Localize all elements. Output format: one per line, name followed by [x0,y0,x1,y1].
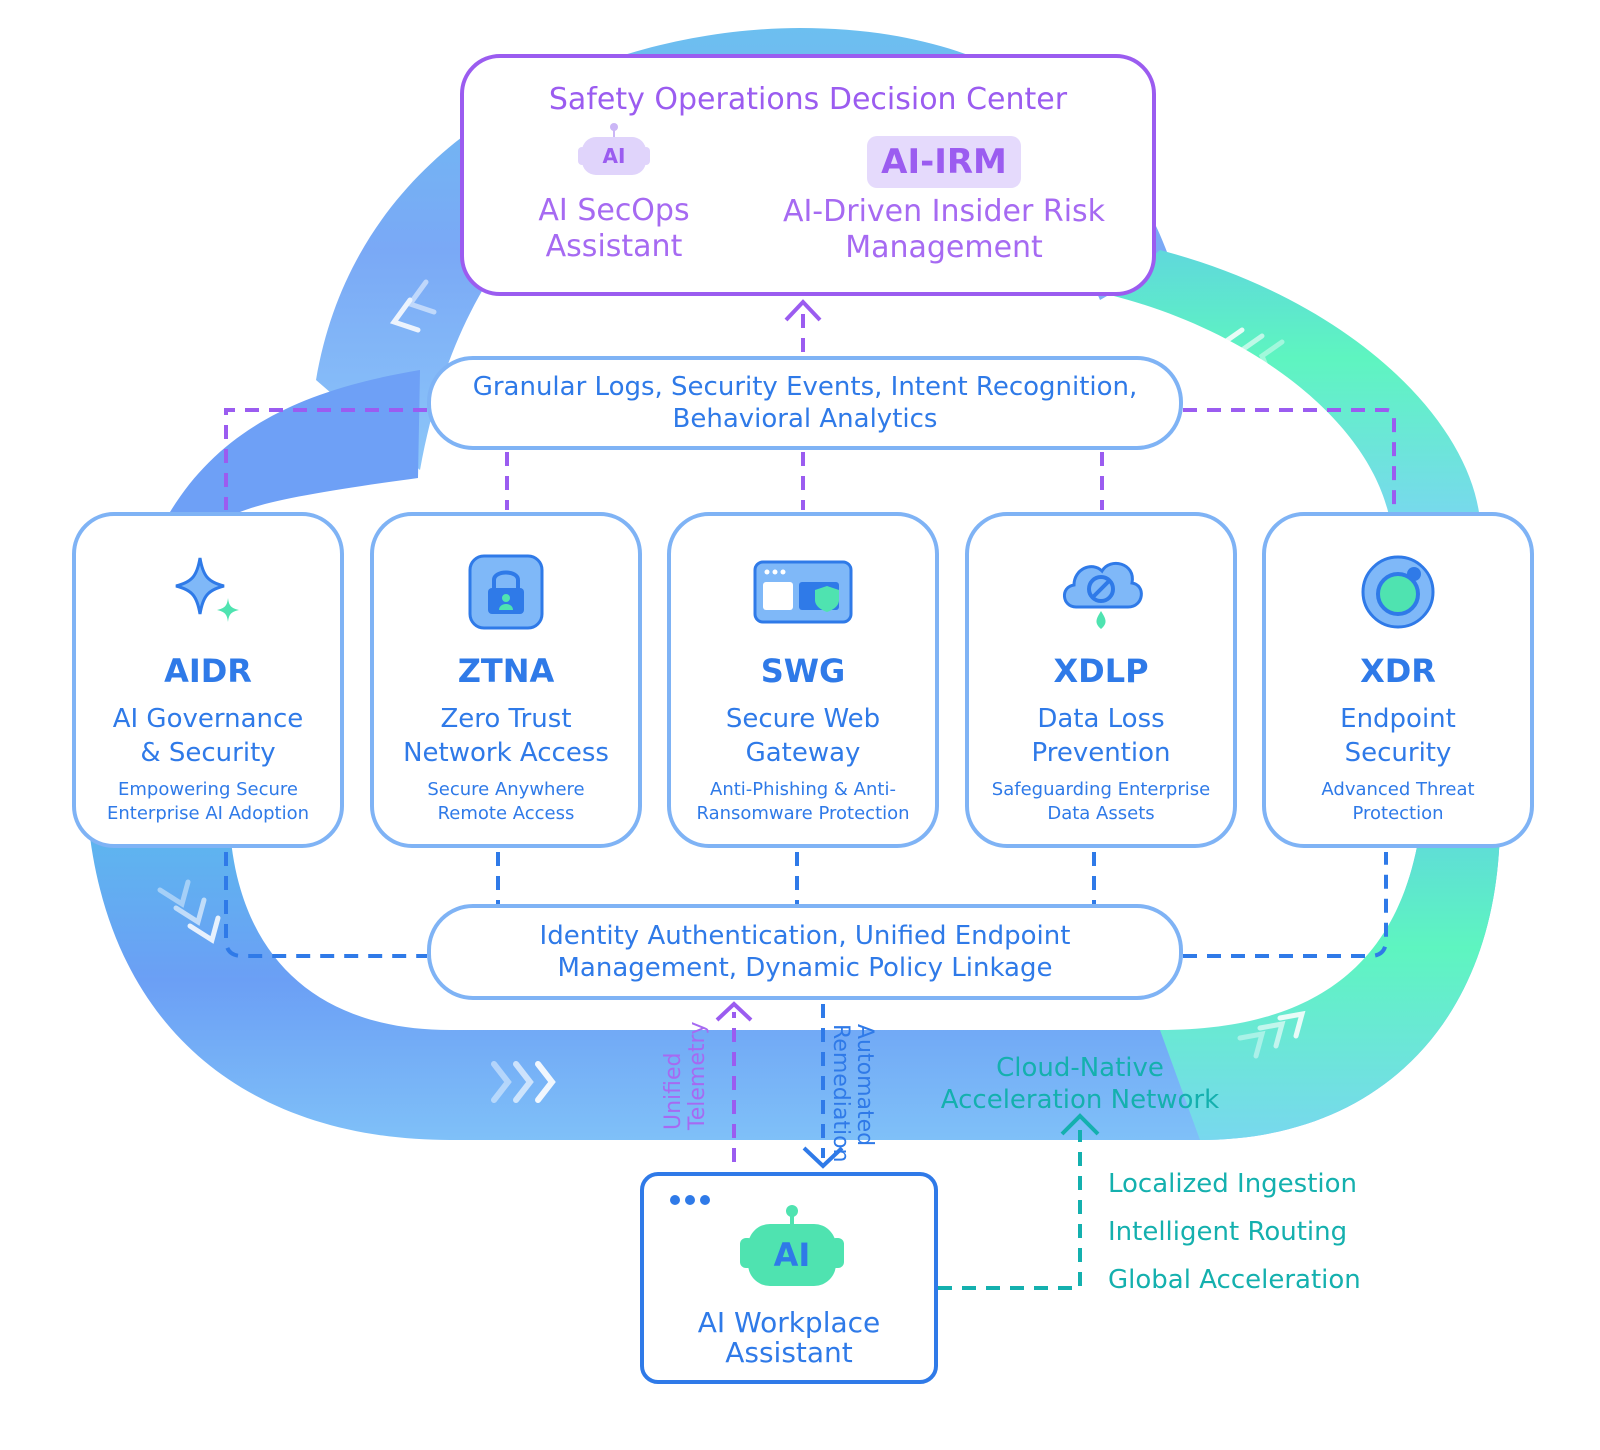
data-sources-line1: Granular Logs, Security Events, Intent R… [472,372,1138,402]
data-sources-line2: Behavioral Analytics [672,404,938,434]
telemetry-line1: Unified [661,1052,686,1130]
irm-label-line2: Management [845,230,1043,265]
decision-center-panel: Safety Operations Decision Center AI AI … [460,54,1156,296]
card-desc-line2: Protection [1352,803,1444,824]
card-xdlp: XDLP Data Loss Prevention Safeguarding E… [965,512,1237,848]
card-name: AI Governance & Security [84,702,332,770]
card-name-line2: Gateway [745,738,861,768]
card-desc-line1: Secure Anywhere [427,779,585,800]
arrowhead-up-telemetry [715,1001,753,1022]
ai-robot-icon: AI [740,1204,844,1288]
cloud-block-icon [969,552,1233,632]
identity-policy-pill: Identity Authentication, Unified Endpoin… [427,904,1183,1000]
card-name: Zero Trust Network Access [382,702,630,770]
card-ztna: ZTNA Zero Trust Network Access Secure An… [370,512,642,848]
telemetry-line2: Telemetry [685,1021,710,1130]
ai-robot-label: AI [773,1236,811,1274]
irm-module: AI-IRM AI-Driven Insider Risk Management [764,136,1124,266]
orbit-icon [1266,552,1530,632]
card-desc: Empowering Secure Enterprise AI Adoption [84,778,332,826]
card-abbr: AIDR [164,652,252,690]
card-desc-line2: Enterprise AI Adoption [107,803,309,824]
cloud-network-line1: Cloud-Native [996,1053,1164,1083]
chevron-group-left-top [389,279,437,333]
teal-dashed-connector [938,1130,1082,1290]
ring-left-band [170,370,420,512]
blue-dashed-connectors [224,852,1388,1158]
remediation-line2: Remediation [828,1024,853,1163]
arrowhead-up-cloud [1060,1113,1100,1136]
identity-policy-line2: Management, Dynamic Policy Linkage [557,953,1053,983]
card-abbr: ZTNA [457,652,555,690]
card-swg: SWG Secure Web Gateway Anti-Phishing & A… [667,512,939,848]
window-dots-icon [670,1190,715,1209]
cloud-network-line2: Acceleration Network [940,1085,1220,1115]
sparkle-icon [76,552,340,632]
card-name-line2: Security [1344,738,1452,768]
secops-label-line2: Assistant [545,229,683,264]
card-desc: Secure Anywhere Remote Access [382,778,630,826]
card-name: Data Loss Prevention [977,702,1225,770]
card-name-line2: Prevention [1031,738,1171,768]
card-name-line1: AI Governance [112,704,304,734]
card-name-line1: Data Loss [1037,704,1165,734]
card-desc-line2: Remote Access [437,803,575,824]
card-name-line2: Network Access [403,738,609,768]
card-abbr: XDR [1360,652,1436,690]
card-desc: Safeguarding Enterprise Data Assets [977,778,1225,826]
secops-assistant: AI AI SecOps Assistant [494,123,734,265]
card-desc-line2: Data Assets [1047,803,1155,824]
assistant-label-line1: AI Workplace [697,1306,881,1339]
ring-bottom-right [1160,820,1500,1140]
identity-policy-line1: Identity Authentication, Unified Endpoin… [539,921,1071,951]
assistant-label-line2: Assistant [725,1336,853,1369]
chevron-group-right-bottom [1237,1010,1306,1059]
card-name-line2: & Security [140,738,276,768]
feature-item: Localized Ingestion [1108,1169,1358,1199]
ai-chip-label: AI [602,144,626,168]
card-aidr: AIDR AI Governance & Security Empowering… [72,512,344,848]
card-desc-line2: Ransomware Protection [696,803,910,824]
data-sources-pill: Granular Logs, Security Events, Intent R… [427,356,1183,450]
ai-workplace-assistant-window: AI AI Workplace Assistant [640,1172,938,1384]
card-desc: Advanced Threat Protection [1274,778,1522,826]
card-abbr: XDLP [1053,652,1149,690]
ring-right-band [1110,250,1480,520]
feature-item: Global Acceleration [1108,1265,1361,1295]
cloud-feature-list: Localized Ingestion Intelligent Routing … [1108,1168,1361,1312]
feature-item: Intelligent Routing [1108,1217,1348,1247]
browser-shield-icon [671,552,935,632]
card-name-line1: Endpoint [1340,704,1456,734]
card-desc-line1: Safeguarding Enterprise [991,779,1211,800]
purple-dashed-connectors [224,310,1396,1162]
irm-badge: AI-IRM [867,136,1021,188]
card-abbr: SWG [760,652,846,690]
automated-remediation-label: Automated Remediation [828,1024,877,1163]
card-xdr: XDR Endpoint Security Advanced Threat Pr… [1262,512,1534,848]
arrowhead-down-remediation [802,1146,844,1169]
card-desc-line1: Advanced Threat [1321,779,1475,800]
card-desc: Anti-Phishing & Anti- Ransomware Protect… [679,778,927,826]
assistant-label: AI Workplace Assistant [644,1308,934,1368]
ai-chip-icon: AI [578,123,650,175]
lock-icon [374,552,638,632]
secops-label-line1: AI SecOps [538,193,690,228]
ring-bottom [88,820,1500,1140]
card-name: Endpoint Security [1274,702,1522,770]
chevron-group-bottom [491,1061,556,1103]
unified-telemetry-label: Unified Telemetry [661,1021,710,1130]
card-desc-line1: Empowering Secure [118,779,298,800]
cloud-network-label: Cloud-Native Acceleration Network [930,1052,1230,1116]
chevron-group-right-top [1218,327,1285,383]
card-name-line1: Zero Trust [440,704,572,734]
card-name-line1: Secure Web [725,704,881,734]
card-name: Secure Web Gateway [679,702,927,770]
arrowhead-up-decision [784,299,822,322]
remediation-line1: Automated [852,1024,877,1147]
chevron-group-left-bottom [157,879,221,944]
card-desc-line1: Anti-Phishing & Anti- [710,779,896,800]
decision-center-title: Safety Operations Decision Center [548,82,1068,117]
irm-label-line1: AI-Driven Insider Risk [782,194,1106,229]
